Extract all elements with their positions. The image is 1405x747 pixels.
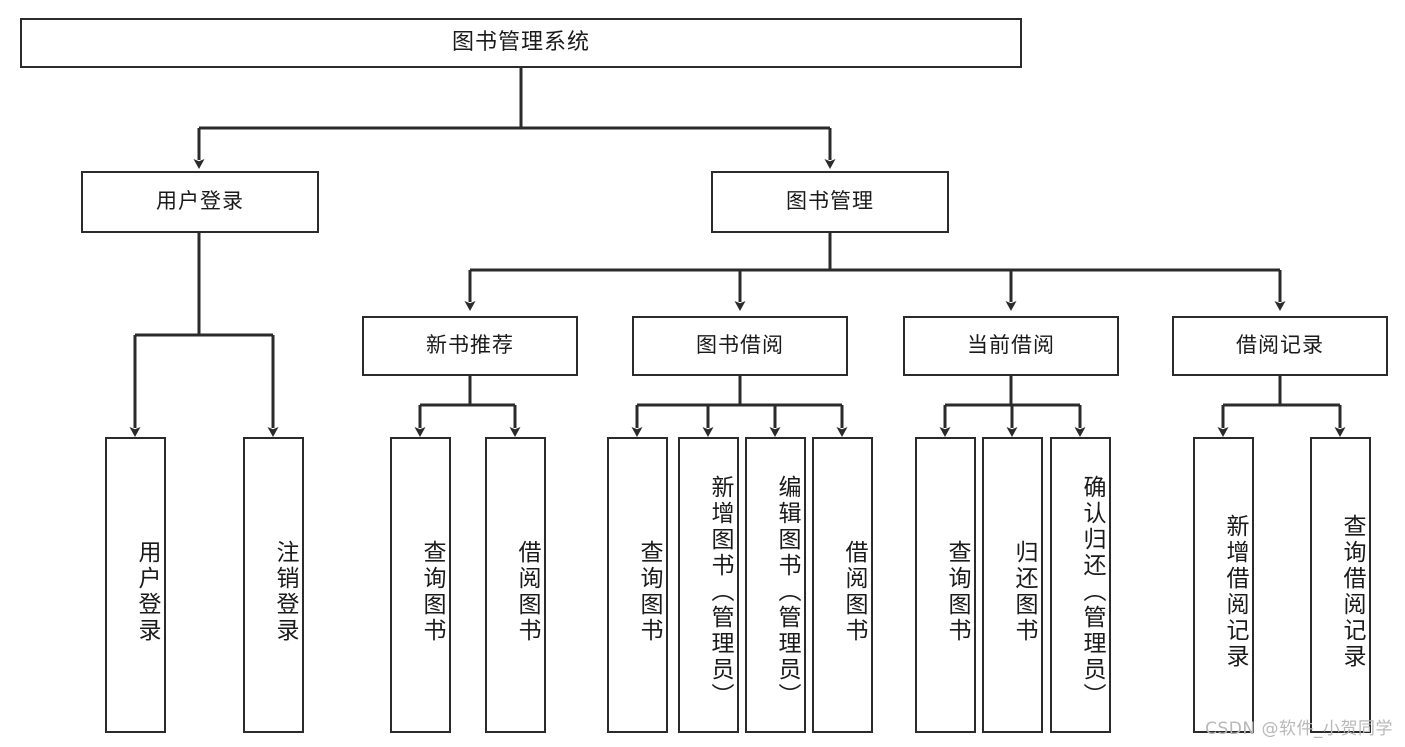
leaf-add-book-admin[interactable]: 新增图书（管理员）	[678, 437, 739, 733]
node-label: 查询图书	[944, 540, 970, 644]
node-current-borrow[interactable]: 当前借阅	[903, 316, 1119, 376]
node-label: 注销登录	[272, 540, 298, 644]
node-label: 编辑图书（管理员）	[774, 475, 800, 709]
node-label: 图书管理系统	[451, 29, 590, 55]
node-label: 查询图书	[636, 540, 662, 644]
node-label: 图书管理	[786, 189, 874, 214]
node-book-borrow[interactable]: 图书借阅	[632, 316, 848, 376]
leaf-borrow-book-borrow[interactable]: 借阅图书	[812, 437, 873, 733]
node-label: 借阅图书	[514, 540, 540, 644]
leaf-borrow-book-recommendation[interactable]: 借阅图书	[485, 437, 546, 733]
node-label: 图书借阅	[696, 333, 784, 358]
csdn-watermark: CSDN @软件_小贺同学	[1205, 719, 1393, 739]
node-label: 新增图书（管理员）	[707, 475, 733, 709]
node-book-management[interactable]: 图书管理	[711, 171, 949, 233]
leaf-query-book-borrow[interactable]: 查询图书	[607, 437, 668, 733]
node-label: 用户登录	[134, 540, 160, 644]
leaf-query-book-current[interactable]: 查询图书	[915, 437, 976, 733]
node-label: 查询借阅记录	[1339, 514, 1365, 670]
node-label: 查询图书	[419, 540, 445, 644]
node-label: 用户登录	[156, 189, 244, 214]
leaf-add-borrow-record[interactable]: 新增借阅记录	[1193, 437, 1254, 733]
node-label: 借阅记录	[1236, 333, 1324, 358]
node-label: 当前借阅	[967, 333, 1055, 358]
leaf-return-book[interactable]: 归还图书	[982, 437, 1043, 733]
leaf-user-login[interactable]: 用户登录	[105, 437, 166, 733]
node-borrow-record[interactable]: 借阅记录	[1172, 316, 1388, 376]
node-label: 新增借阅记录	[1222, 514, 1248, 670]
leaf-logout[interactable]: 注销登录	[243, 437, 304, 733]
node-label: 归还图书	[1011, 540, 1037, 644]
node-label: 确认归还（管理员）	[1079, 475, 1105, 709]
leaf-confirm-return-admin[interactable]: 确认归还（管理员）	[1050, 437, 1111, 733]
node-label: 借阅图书	[841, 540, 867, 644]
node-root-book-management-system[interactable]: 图书管理系统	[20, 18, 1022, 68]
node-label: 新书推荐	[426, 333, 514, 358]
leaf-query-book-recommendation[interactable]: 查询图书	[390, 437, 451, 733]
leaf-query-borrow-record[interactable]: 查询借阅记录	[1310, 437, 1371, 733]
leaf-edit-book-admin[interactable]: 编辑图书（管理员）	[745, 437, 806, 733]
node-new-book-recommendation[interactable]: 新书推荐	[362, 316, 578, 376]
node-user-login[interactable]: 用户登录	[81, 171, 319, 233]
